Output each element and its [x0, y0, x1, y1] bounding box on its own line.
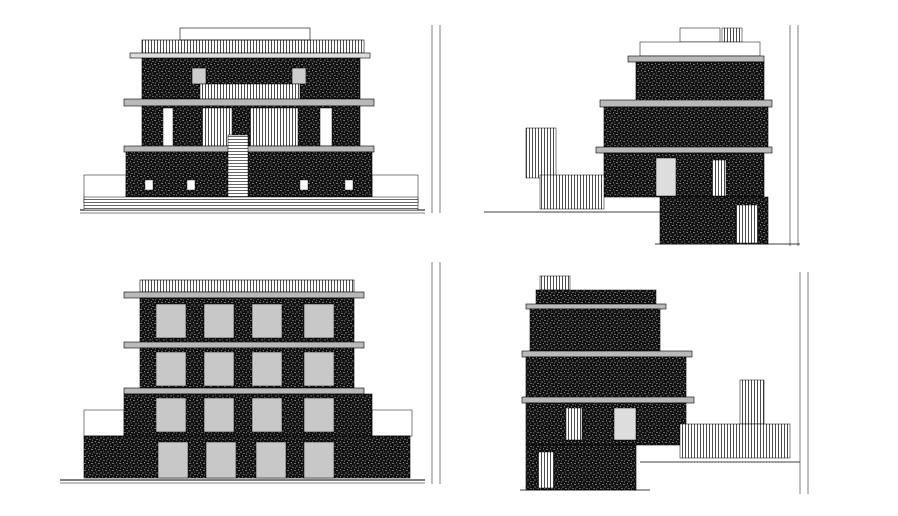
elevation-bottom-right — [520, 272, 809, 494]
elevation-top-left — [80, 25, 441, 214]
elevation-top-right — [484, 25, 800, 246]
elevation-bottom-left — [60, 262, 441, 484]
